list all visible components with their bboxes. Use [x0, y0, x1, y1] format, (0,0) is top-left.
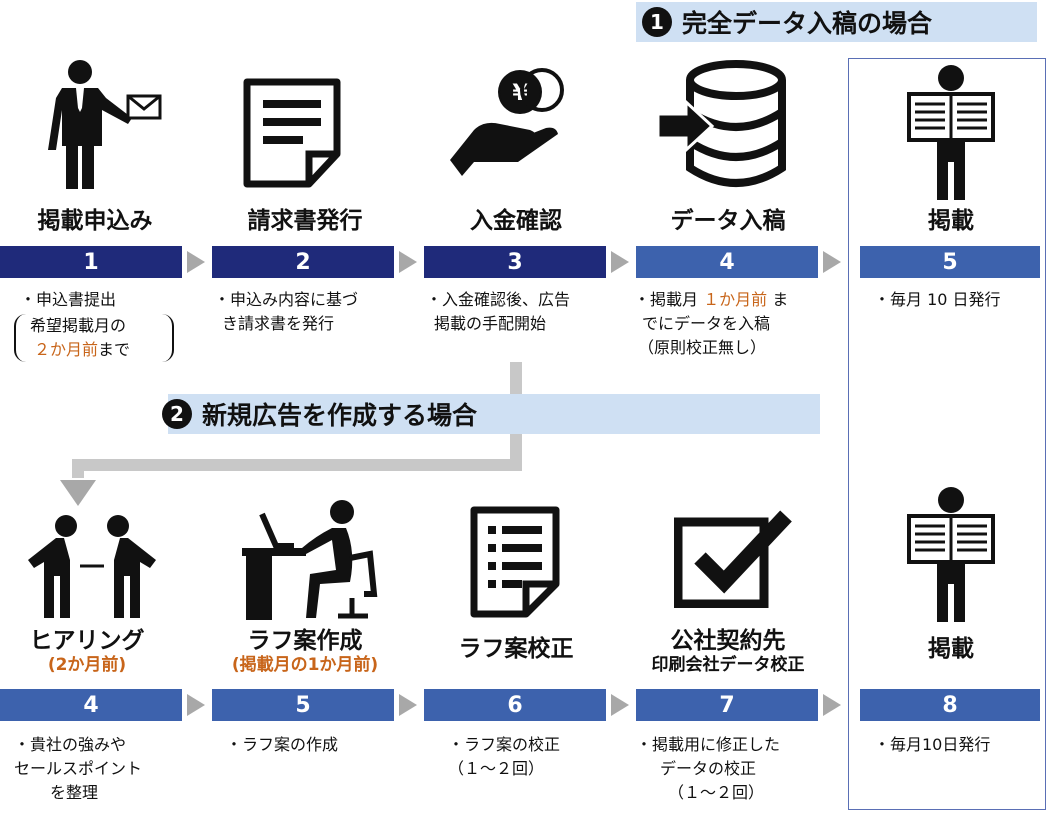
- step-2-desc-line: ・申込み内容に基づ: [214, 290, 359, 309]
- arrow-b5-b6: [399, 694, 417, 716]
- step-b8-title: 掲載: [928, 636, 974, 662]
- step-b4-desc-line: を整理: [50, 783, 99, 802]
- businessman-letter-icon: [48, 60, 162, 189]
- step-3-number-bar: 3: [424, 246, 606, 278]
- section-2-banner: 2 新規広告を作成する場合: [162, 394, 820, 434]
- step-2-desc-line: き請求書を発行: [222, 314, 335, 333]
- deadline-highlight: １か月前: [703, 290, 768, 309]
- hand-coin-icon: ¥: [450, 68, 564, 176]
- step-b7-description: ・掲載用に修正した データの校正 （１～２回）: [636, 733, 780, 805]
- step-4-description: ・掲載月 １か月前 ま でにデータを入稿 （原則校正無し）: [634, 288, 788, 360]
- step-b5-number-bar: 5: [212, 689, 394, 721]
- step-1-note: 希望掲載月の ２か月前まで: [30, 314, 130, 362]
- step-4-number-bar: 4: [636, 246, 818, 278]
- section-1-banner: 1 完全データ入稿の場合: [636, 2, 1037, 42]
- step-1-description: ・申込書提出: [20, 288, 116, 312]
- step-3-desc-line: 掲載の手配開始: [434, 314, 547, 333]
- step-1-number-bar: 1: [0, 246, 182, 278]
- step-b7-desc-line: ・掲載用に修正した: [636, 735, 781, 754]
- newspaper-reader-icon: [907, 65, 995, 200]
- step-b6-number-bar: 6: [424, 689, 606, 721]
- step-2-description: ・申込み内容に基づ き請求書を発行: [214, 288, 358, 336]
- step-b4-desc-line: セールスポイント: [14, 759, 143, 778]
- checkbox-check-icon: [674, 510, 792, 608]
- step-2-number-bar: 2: [212, 246, 394, 278]
- step-b7-number-bar: 7: [636, 689, 818, 721]
- step-1-deadline: ２か月前まで: [34, 340, 131, 359]
- step-b4-desc-line: ・貴社の強みや: [14, 735, 127, 754]
- arrow-b4-b5: [187, 694, 205, 716]
- step-1-note-bracket: [14, 314, 174, 362]
- step-b5-timing: (掲載月の1か月前): [231, 655, 379, 675]
- step-b8-description: ・毎月10日発行: [874, 733, 990, 757]
- section-2-title: 新規広告を作成する場合: [202, 401, 478, 430]
- step-5-number-bar: 5: [860, 246, 1040, 278]
- step-5-title: 掲載: [928, 208, 974, 234]
- step-b7-desc-line: （１～２回）: [668, 783, 765, 802]
- step-b5-description: ・ラフ案の作成: [226, 733, 338, 757]
- step-2-title: 請求書発行: [247, 208, 363, 234]
- step-3-title: 入金確認: [470, 208, 562, 234]
- step-4-desc-line: でにデータを入稿: [642, 314, 771, 333]
- section-1-title: 完全データ入稿の場合: [682, 9, 933, 38]
- step-5-desc-line: ・毎月 10 日発行: [874, 290, 1001, 309]
- step-3-description: ・入金確認後、広告 掲載の手配開始: [426, 288, 570, 336]
- step-b8-desc-line: ・毎月10日発行: [874, 735, 991, 754]
- step-b6-description: ・ラフ案の校正 （１～２回）: [448, 733, 560, 781]
- step-5-description: ・毎月 10 日発行: [874, 288, 1001, 312]
- step-4-desc-line: （原則校正無し）: [638, 338, 767, 357]
- arrow-2-3: [399, 251, 417, 273]
- arrow-4-5: [823, 251, 841, 273]
- database-input-icon: [656, 60, 786, 187]
- checklist-icon: [470, 506, 560, 618]
- step-4-desc-line: ・掲載月 １か月前 ま: [634, 290, 789, 309]
- bowing-people-icon: [28, 515, 156, 618]
- step-b7-title: 公社契約先: [670, 628, 786, 654]
- step-1-desc-line: ・申込書提出: [20, 290, 117, 309]
- newspaper-reader-icon: [907, 487, 995, 622]
- step-b8-number-bar: 8: [860, 689, 1040, 721]
- arrow-3-4: [611, 251, 629, 273]
- step-b7-desc-line: データの校正: [660, 759, 757, 778]
- step-1-desc-line: 希望掲載月の: [30, 316, 127, 335]
- arrow-b6-b7: [611, 694, 629, 716]
- step-3-desc-line: ・入金確認後、広告: [426, 290, 571, 309]
- step-b7-subtitle: 印刷会社データ校正: [651, 655, 805, 675]
- step-b4-title: ヒアリング: [29, 628, 145, 654]
- step-b5-desc-line: ・ラフ案の作成: [226, 735, 339, 754]
- arrow-b7-b8: [823, 694, 841, 716]
- invoice-icon: [243, 78, 341, 188]
- section-2-number: 2: [162, 399, 192, 429]
- deadline-highlight: ２か月前: [34, 340, 99, 359]
- step-b5-title: ラフ案作成: [247, 628, 363, 654]
- section-1-number: 1: [642, 7, 672, 37]
- publication-frame: [848, 58, 1046, 810]
- step-b4-number-bar: 4: [0, 689, 182, 721]
- arrow-1-2: [187, 251, 205, 273]
- step-b6-desc-line: （１～２回）: [448, 759, 545, 778]
- step-b4-timing: (2か月前): [47, 655, 127, 675]
- step-b6-title: ラフ案校正: [458, 636, 574, 662]
- step-b4-description: ・貴社の強みや セールスポイント を整理: [14, 733, 142, 805]
- desk-worker-icon: [242, 500, 378, 620]
- step-4-title: データ入稿: [670, 208, 786, 234]
- step-1-title: 掲載申込み: [37, 208, 153, 234]
- step-b6-desc-line: ・ラフ案の校正: [448, 735, 561, 754]
